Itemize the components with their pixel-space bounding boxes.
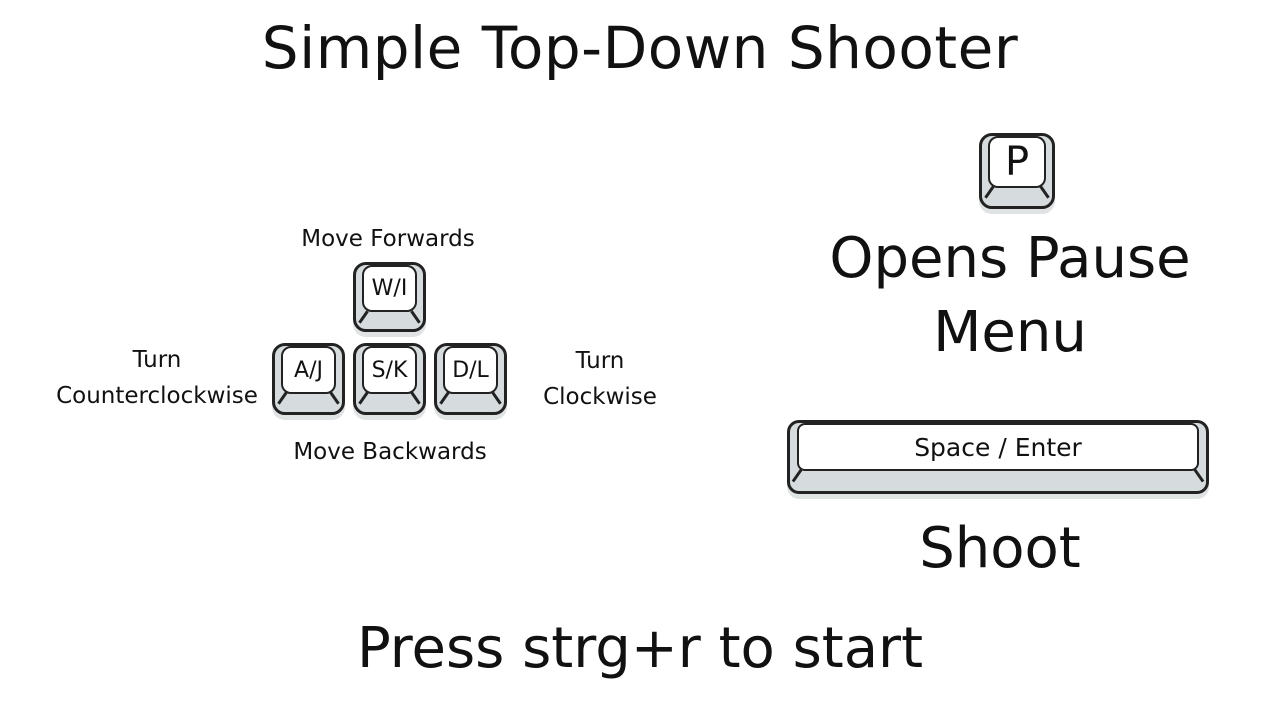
start-prompt: Press strg+r to start — [356, 616, 924, 681]
pause-label-line2: Menu — [933, 300, 1087, 365]
key-space-enter-label: Space / Enter — [914, 432, 1082, 462]
move-backwards-label: Move Backwards — [293, 439, 487, 465]
key-p-label: P — [1004, 139, 1030, 185]
key-d-l: D/L — [434, 343, 507, 415]
game-title: Simple Top-Down Shooter — [261, 14, 1019, 82]
turn-cw-line2: Clockwise — [543, 384, 657, 410]
turn-ccw-line2: Counterclockwise — [56, 383, 258, 409]
turn-cw-label: Turn Clockwise — [520, 343, 680, 415]
pause-label-line1: Opens Pause — [829, 226, 1191, 291]
key-space-enter: Space / Enter — [787, 420, 1209, 494]
move-forwards-label: Move Forwards — [301, 226, 475, 252]
key-p: P — [979, 133, 1055, 209]
pause-label: Opens Pause Menu — [800, 222, 1220, 370]
turn-cw-line1: Turn — [575, 348, 625, 374]
key-s-k-label: S/K — [371, 357, 408, 383]
turn-ccw-label: Turn Counterclockwise — [40, 342, 274, 414]
key-d-l-label: D/L — [452, 357, 489, 383]
key-a-j: A/J — [272, 343, 345, 415]
key-w-i: W/I — [353, 262, 426, 332]
key-s-k: S/K — [353, 343, 426, 415]
shoot-label: Shoot — [919, 516, 1081, 581]
key-a-j-label: A/J — [294, 357, 323, 383]
key-w-i-label: W/I — [371, 276, 408, 301]
turn-ccw-line1: Turn — [132, 347, 182, 373]
